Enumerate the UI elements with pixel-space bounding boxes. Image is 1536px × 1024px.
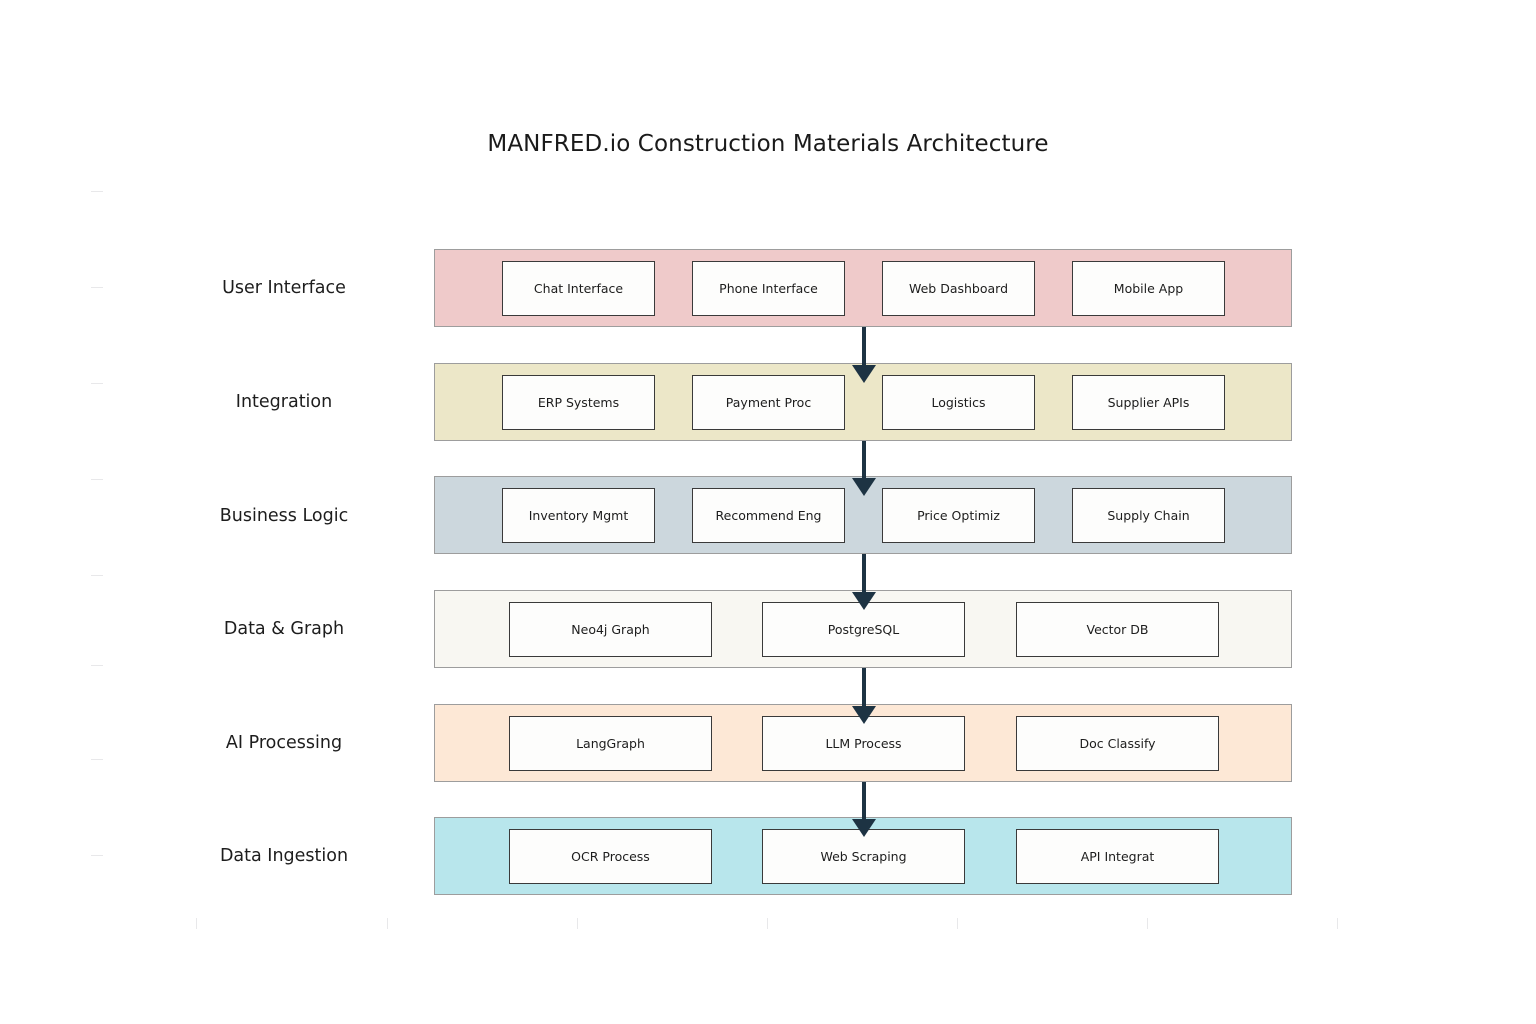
component-box-doc-classify[interactable]: Doc Classify xyxy=(1016,716,1219,771)
axis-tick-bottom-3 xyxy=(767,918,768,929)
component-label: Mobile App xyxy=(1113,281,1184,296)
axis-tick-left-2 xyxy=(91,383,103,384)
page-title: MANFRED.io Construction Materials Archit… xyxy=(487,131,1049,157)
layer-label-data-graph: Data & Graph xyxy=(223,619,345,639)
component-label: Vector DB xyxy=(1086,622,1149,637)
component-box-ocr-process[interactable]: OCR Process xyxy=(509,829,712,884)
axis-tick-bottom-5 xyxy=(1147,918,1148,929)
component-box-vector-db[interactable]: Vector DB xyxy=(1016,602,1219,657)
component-label: LLM Process xyxy=(825,736,902,751)
component-box-neo4j-graph[interactable]: Neo4j Graph xyxy=(509,602,712,657)
component-box-llm-process[interactable]: LLM Process xyxy=(762,716,965,771)
component-label: Doc Classify xyxy=(1079,736,1156,751)
component-box-supply-chain[interactable]: Supply Chain xyxy=(1072,488,1225,543)
component-label: Web Dashboard xyxy=(908,281,1009,296)
component-box-web-dashboard[interactable]: Web Dashboard xyxy=(882,261,1035,316)
axis-tick-left-1 xyxy=(91,287,103,288)
layer-label-user-interface: User Interface xyxy=(222,278,346,298)
axis-tick-bottom-6 xyxy=(1337,918,1338,929)
arrow-shaft-business-logic-to-data-graph xyxy=(862,554,866,592)
arrow-head-integration-to-business-logic xyxy=(852,478,876,496)
arrow-shaft-user-interface-to-integration xyxy=(862,327,866,365)
arrow-head-user-interface-to-integration xyxy=(852,365,876,383)
layer-band-data-ingestion: OCR Process Web Scraping API Integrat xyxy=(434,817,1292,895)
axis-tick-bottom-1 xyxy=(387,918,388,929)
component-label: LangGraph xyxy=(576,736,645,751)
axis-tick-left-3 xyxy=(91,479,103,480)
component-label: Neo4j Graph xyxy=(571,622,650,637)
component-box-erp-systems[interactable]: ERP Systems xyxy=(502,375,655,430)
component-box-recommend-eng[interactable]: Recommend Eng xyxy=(692,488,845,543)
component-label: API Integrat xyxy=(1080,849,1155,864)
axis-tick-bottom-0 xyxy=(196,918,197,929)
axis-tick-left-7 xyxy=(91,855,103,856)
axis-tick-left-6 xyxy=(91,759,103,760)
layer-band-integration: ERP Systems Payment Proc Logistics Supplier… xyxy=(434,363,1292,441)
axis-tick-left-0 xyxy=(91,191,103,192)
component-label: Supply Chain xyxy=(1107,508,1190,523)
component-box-api-integrat[interactable]: API Integrat xyxy=(1016,829,1219,884)
layer-label-business-logic: Business Logic xyxy=(219,506,349,526)
axis-tick-bottom-4 xyxy=(957,918,958,929)
layer-label-data-ingestion: Data Ingestion xyxy=(219,846,349,866)
arrow-head-ai-processing-to-data-ingestion xyxy=(852,819,876,837)
component-label: Logistics xyxy=(931,395,986,410)
component-box-phone-interface[interactable]: Phone Interface xyxy=(692,261,845,316)
component-label: Phone Interface xyxy=(719,281,818,296)
arrow-shaft-data-graph-to-ai-processing xyxy=(862,668,866,706)
axis-tick-left-5 xyxy=(91,665,103,666)
component-label: ERP Systems xyxy=(537,395,620,410)
component-label: Payment Proc xyxy=(725,395,812,410)
layer-label-integration: Integration xyxy=(235,392,333,412)
layer-band-user-interface: Chat Interface Phone Interface Web Dashboa… xyxy=(434,249,1292,327)
component-box-langgraph[interactable]: LangGraph xyxy=(509,716,712,771)
component-box-inventory-mgmt[interactable]: Inventory Mgmt xyxy=(502,488,655,543)
component-label: Recommend Eng xyxy=(715,508,822,523)
component-label: Web Scraping xyxy=(820,849,907,864)
component-box-payment-proc[interactable]: Payment Proc xyxy=(692,375,845,430)
arrow-head-data-graph-to-ai-processing xyxy=(852,706,876,724)
component-label: PostgreSQL xyxy=(827,622,900,637)
component-label: Supplier APIs xyxy=(1107,395,1190,410)
component-label: Chat Interface xyxy=(533,281,624,296)
axis-tick-left-4 xyxy=(91,575,103,576)
component-box-postgresql[interactable]: PostgreSQL xyxy=(762,602,965,657)
arrow-head-business-logic-to-data-graph xyxy=(852,592,876,610)
layer-band-ai-processing: LangGraph LLM Process Doc Classify xyxy=(434,704,1292,782)
component-box-mobile-app[interactable]: Mobile App xyxy=(1072,261,1225,316)
arrow-shaft-integration-to-business-logic xyxy=(862,441,866,478)
component-label: OCR Process xyxy=(571,849,650,864)
component-box-web-scraping[interactable]: Web Scraping xyxy=(762,829,965,884)
component-box-chat-interface[interactable]: Chat Interface xyxy=(502,261,655,316)
component-box-logistics[interactable]: Logistics xyxy=(882,375,1035,430)
component-box-price-optimiz[interactable]: Price Optimiz xyxy=(882,488,1035,543)
layer-label-ai-processing: AI Processing xyxy=(225,733,343,753)
component-label: Price Optimiz xyxy=(917,508,1000,523)
axis-tick-bottom-2 xyxy=(577,918,578,929)
component-label: Inventory Mgmt xyxy=(528,508,629,523)
component-box-supplier-apis[interactable]: Supplier APIs xyxy=(1072,375,1225,430)
arrow-shaft-ai-processing-to-data-ingestion xyxy=(862,782,866,819)
